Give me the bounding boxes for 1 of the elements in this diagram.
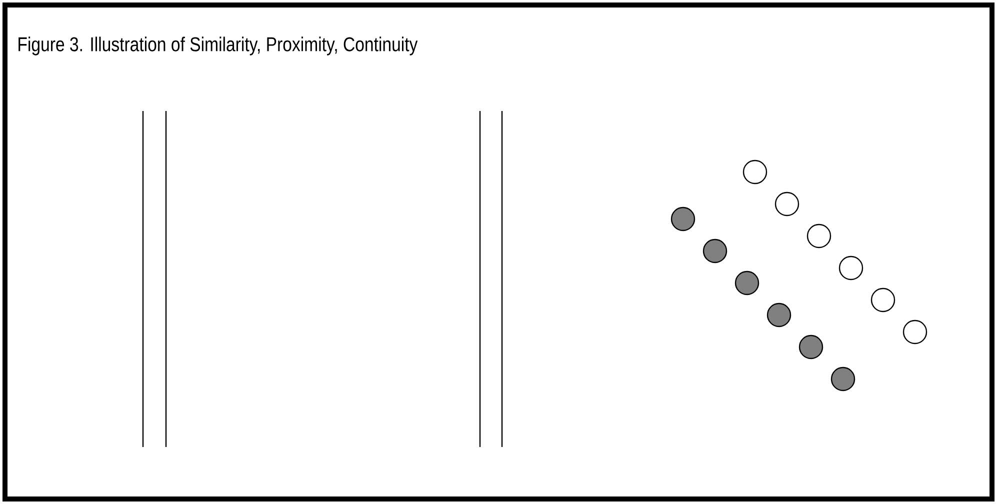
figure-title: Figure 3. Illustration of Similarity, Proximity, Continuity xyxy=(18,36,418,56)
